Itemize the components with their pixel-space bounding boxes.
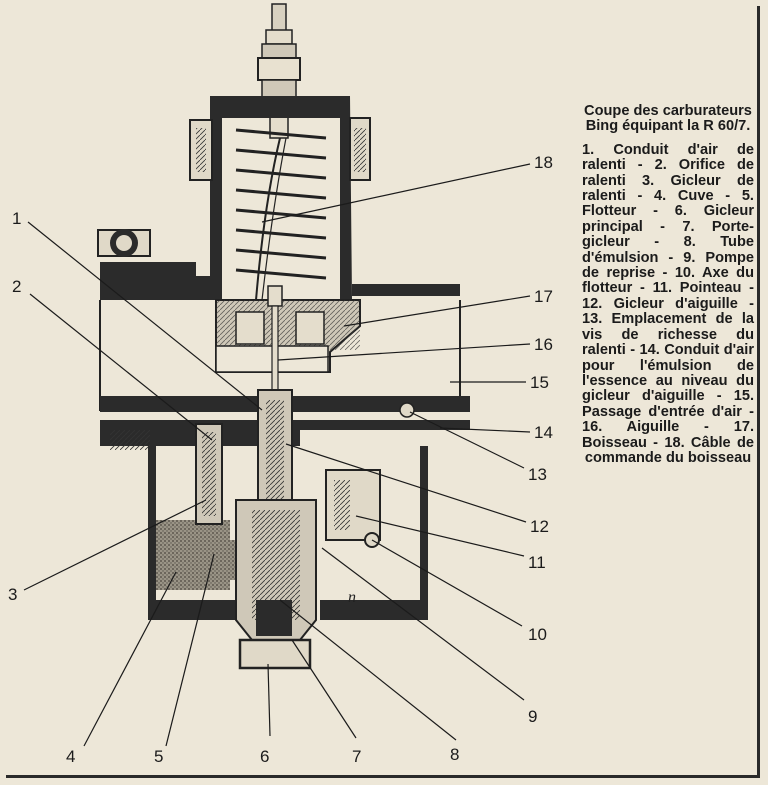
throttle-slide: [215, 299, 361, 373]
callout-14: 14: [534, 423, 553, 442]
callout-10: 10: [528, 625, 547, 644]
letter-mark-n: n: [348, 589, 356, 606]
callout-8: 8: [450, 745, 459, 764]
caption-title: Coupe des carburateurs Bing équipant la …: [584, 103, 752, 135]
figure-caption: Coupe des carburateurs Bing équipant la …: [582, 103, 754, 466]
callout-3: 3: [8, 585, 17, 604]
leader-lines: [23, 163, 531, 747]
callout-5: 5: [154, 747, 163, 766]
slide-spring: [235, 128, 327, 280]
callout-13: 13: [528, 465, 547, 484]
mounting-lug: [97, 229, 460, 300]
callout-16: 16: [534, 335, 553, 354]
page-border: [6, 6, 760, 778]
main-jet-holder: [235, 499, 317, 670]
cable-wire: [255, 137, 281, 301]
callout-17: 17: [534, 287, 553, 306]
callout-1: 1: [12, 209, 21, 228]
callout-7: 7: [352, 747, 361, 766]
callout-18: 18: [534, 153, 553, 172]
needle-jet-assembly: [257, 285, 293, 511]
callout-15: 15: [530, 373, 549, 392]
callout-9: 9: [528, 707, 537, 726]
callout-4: 4: [66, 747, 75, 766]
callout-numbers: 1 2 3 4 5 6 7 8 9 10 11 12 13 14 15 16 1…: [8, 153, 553, 766]
caption-legend: 1. Conduit d'air de ralenti - 2. Orifice…: [582, 141, 754, 466]
callout-12: 12: [530, 517, 549, 536]
callout-11: 11: [528, 553, 546, 572]
callout-6: 6: [260, 747, 269, 766]
slide-chamber-cap: [189, 96, 371, 300]
callout-2: 2: [12, 277, 21, 296]
